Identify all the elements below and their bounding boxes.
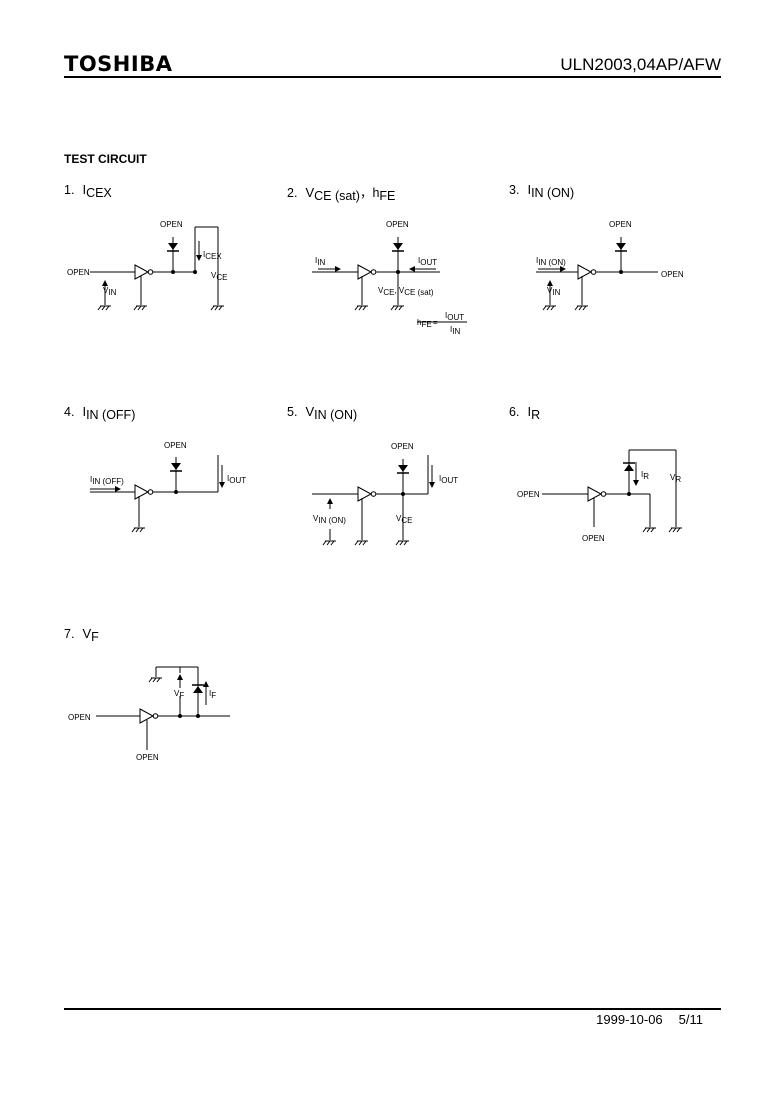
circuit-title-2: 2.VCE (sat)，hFE [287,185,396,203]
svg-text:IR: IR [641,470,649,481]
part-number: ULN2003,04AP/AFW [560,55,721,74]
circuit-title-5: 5.VIN (ON) [287,404,358,422]
svg-text:OPEN: OPEN [391,442,414,451]
circuit-title-6: 6.IR [509,404,541,422]
svg-text:IIN: IIN [315,256,325,267]
svg-text:OPEN: OPEN [582,534,605,543]
circuit-diagram-7: OPEN OPEN VF IF [68,666,230,762]
circuit-diagram-1: OPEN OPEN ICEX VIN VCE [67,220,227,311]
section-title: TEST CIRCUIT [64,152,147,166]
svg-text:IOUT: IOUT [439,474,458,485]
footer-info: 1999-10-06 5/11 [580,1012,703,1027]
svg-text:IIN (OFF): IIN (OFF) [90,475,124,486]
company-logo: TOSHIBA [64,52,173,76]
svg-text:IF: IF [209,689,216,700]
svg-text:VIN: VIN [547,286,561,297]
svg-text:hFE: hFE [417,318,432,329]
svg-text:OPEN: OPEN [160,220,183,229]
circuit-title-7: 7.VF [64,626,99,644]
circuit-diagram-4: OPEN IIN (OFF) IOUT [90,441,246,533]
circuit-diagram-2: OPEN IIN IOUT VCE, VCE (sat) hFE = IOUT … [312,220,467,336]
header-rule [64,76,721,78]
footer-page: 5/11 [678,1012,703,1027]
svg-text:OPEN: OPEN [68,713,91,722]
circuit-title-1: 1.ICEX [64,182,112,200]
svg-text:VCE, VCE (sat): VCE, VCE (sat) [378,286,434,297]
circuit-diagram-6: OPEN OPEN IR VR [517,449,682,543]
svg-text:VIN: VIN [103,286,117,297]
svg-text:IOUT: IOUT [445,311,464,322]
svg-text:IIN (ON): IIN (ON) [536,256,566,267]
svg-text:IOUT: IOUT [227,474,246,485]
svg-text:VCE: VCE [396,514,412,525]
svg-text:OPEN: OPEN [609,220,632,229]
footer-date: 1999-10-06 [596,1012,663,1027]
svg-text:OPEN: OPEN [164,441,187,450]
svg-text:IOUT: IOUT [418,256,437,267]
circuit-diagram-3: OPEN OPEN IIN (ON) VIN [536,220,684,311]
svg-text:VIN (ON): VIN (ON) [313,514,346,525]
svg-text:OPEN: OPEN [661,270,684,279]
svg-text:VCE: VCE [211,271,227,282]
svg-text:ICEX: ICEX [203,250,222,261]
svg-text:IIN: IIN [450,325,460,336]
svg-text:OPEN: OPEN [67,268,90,277]
svg-text:OPEN: OPEN [136,753,159,762]
svg-text:=: = [433,318,438,327]
circuit-diagram-5: OPEN VIN (ON) VCE IOUT [312,442,458,546]
circuit-title-3: 3.IIN (ON) [509,182,575,200]
svg-text:VF: VF [174,689,184,700]
svg-text:OPEN: OPEN [386,220,409,229]
svg-text:VR: VR [670,473,681,484]
footer-rule [64,1008,721,1010]
svg-text:OPEN: OPEN [517,490,540,499]
circuit-title-4: 4.IIN (OFF) [64,404,136,422]
